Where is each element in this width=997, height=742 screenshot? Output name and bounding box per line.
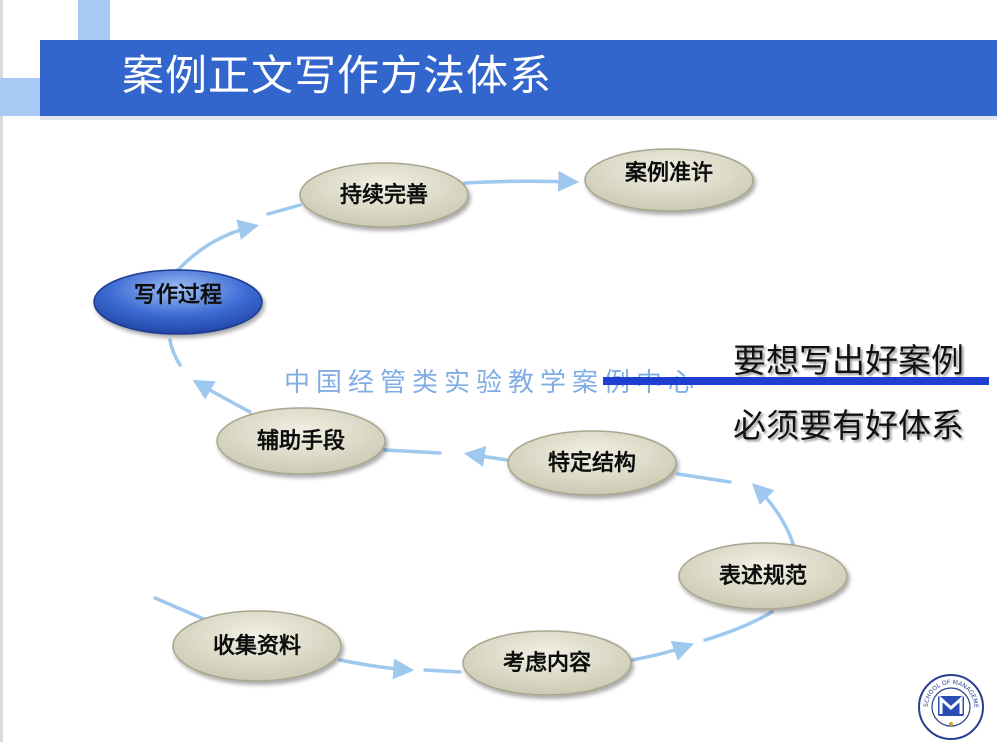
slide-title: 案例正文写作方法体系 (122, 51, 553, 100)
node-collect: 收集资料 (172, 610, 342, 682)
node-writing: 写作过程 (93, 269, 263, 335)
node-aux: 辅助手段 (216, 407, 386, 475)
connector-structure-aux-tail (383, 448, 442, 455)
node-label: 写作过程 (134, 283, 222, 308)
title-bar (40, 40, 997, 116)
connector-express-structure-tail (676, 472, 732, 484)
slogan-line-1: 要想写出好案例 (733, 341, 964, 380)
connectors (153, 170, 797, 680)
connector-express-structure (751, 483, 797, 552)
node-approve: 案例准许 (584, 148, 754, 212)
connector-improve-approve (463, 170, 580, 192)
node-label: 特定结构 (548, 450, 636, 476)
connector-writing-improve-tail (266, 203, 302, 216)
accent-line (603, 377, 989, 385)
connector-consider-express (630, 640, 694, 662)
connector-writing-improve (176, 219, 260, 272)
connector-collect-consider-tail (423, 668, 462, 674)
connector-start (153, 596, 208, 622)
node-improve: 持续完善 (299, 162, 469, 228)
node-label: 持续完善 (340, 182, 428, 208)
node-express: 表述规范 (678, 542, 848, 610)
node-label: 案例准许 (624, 160, 713, 186)
node-structure: 特定结构 (507, 430, 677, 496)
connector-consider-express-tail (703, 610, 774, 642)
connector-aux-writing (192, 379, 252, 414)
node-label: 考虑内容 (503, 650, 591, 676)
node-label: 收集资料 (213, 633, 301, 659)
slogan-line-2: 必须要有好体系 (733, 406, 964, 445)
school-seal-logo: SCHOOL OF MANAGEMENT (918, 674, 984, 740)
connector-aux-writing-tail (168, 338, 182, 367)
connector-structure-aux (463, 446, 509, 467)
slide-left-border (0, 0, 3, 742)
node-consider: 考虑内容 (462, 630, 632, 696)
connector-collect-consider (338, 658, 415, 680)
title-bar-shadow (40, 116, 997, 120)
node-label: 表述规范 (719, 564, 807, 589)
node-label: 辅助手段 (257, 428, 345, 454)
